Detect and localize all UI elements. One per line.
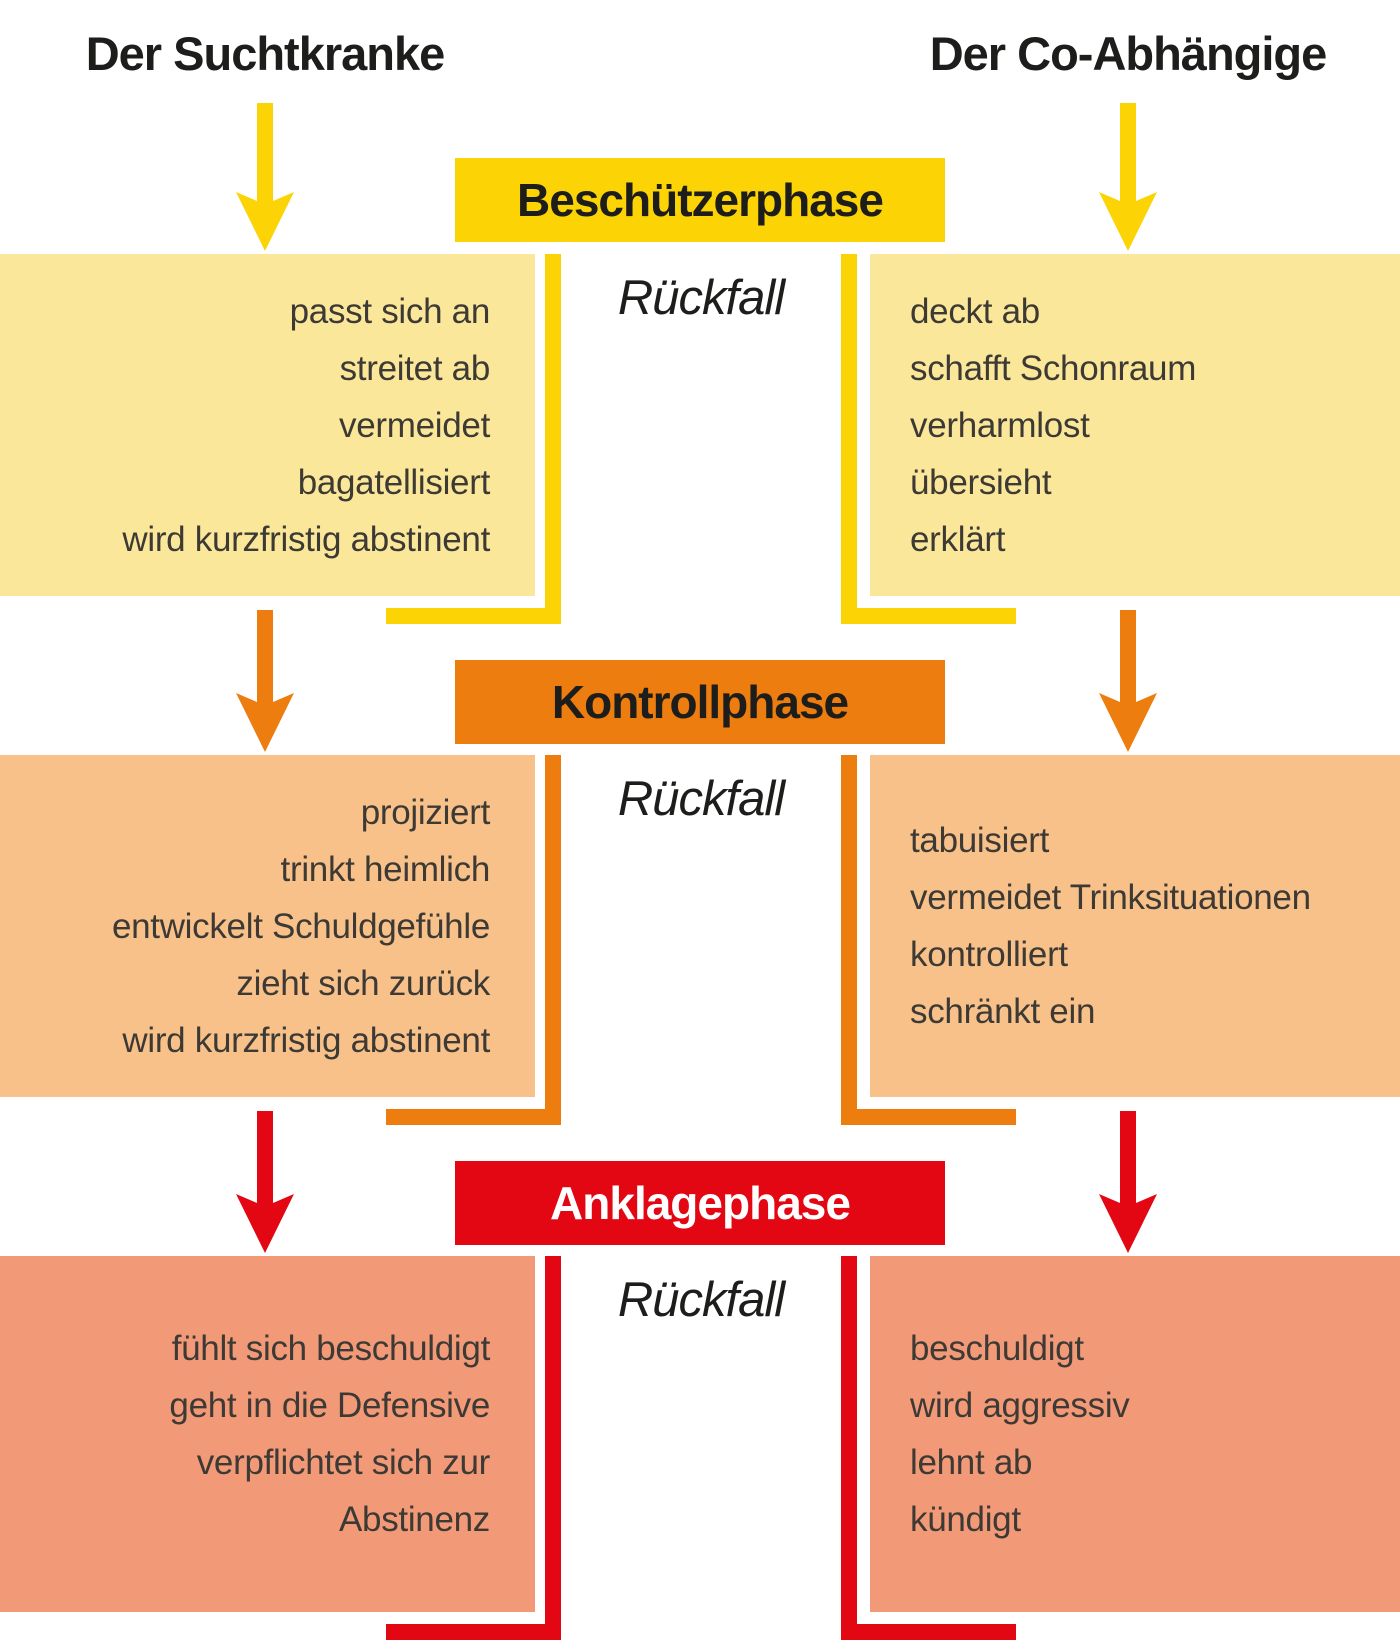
behavior-line: streitet ab bbox=[339, 348, 491, 388]
relapse-bracket-left bbox=[545, 755, 561, 1125]
down-arrow-icon bbox=[236, 1111, 294, 1253]
behavior-line: kontrolliert bbox=[910, 935, 1068, 974]
behavior-line: Abstinenz bbox=[338, 1500, 490, 1539]
phase-title-beschuetzerphase: Beschützerphase bbox=[455, 158, 945, 242]
behavior-line: trinkt heimlich bbox=[280, 849, 491, 889]
behavior-line: übersieht bbox=[910, 462, 1052, 502]
behavior-line: projiziert bbox=[360, 792, 491, 832]
behavior-line: vermeidet Trinksituationen bbox=[910, 878, 1311, 917]
behavior-line: wird kurzfristig abstinent bbox=[122, 1020, 490, 1060]
phase-title-kontrollphase: Kontrollphase bbox=[455, 660, 945, 744]
behavior-line: geht in die Defensive bbox=[169, 1386, 490, 1425]
behavior-line: beschuldigt bbox=[910, 1329, 1084, 1368]
relapse-bracket-right-foot bbox=[841, 608, 1016, 624]
down-arrow-icon bbox=[1099, 610, 1157, 752]
relapse-bracket-right bbox=[841, 755, 857, 1125]
addict-behaviors-phase2: projiziert trinkt heimlich entwickelt Sc… bbox=[0, 755, 535, 1097]
behavior-line: tabuisiert bbox=[910, 821, 1050, 860]
behavior-line: kündigt bbox=[910, 1500, 1021, 1539]
relapse-bracket-left bbox=[545, 1256, 561, 1640]
relapse-bracket-left-foot bbox=[386, 1624, 561, 1640]
phase-title-anklagephase: Anklagephase bbox=[455, 1161, 945, 1245]
behavior-line: wird aggressiv bbox=[910, 1386, 1130, 1425]
behavior-line: bagatellisiert bbox=[297, 462, 491, 502]
behavior-line: verpflichtet sich zur bbox=[196, 1443, 491, 1482]
codependent-behaviors-phase1: deckt ab schafft Schonraum verharmlost ü… bbox=[870, 254, 1400, 596]
behavior-line: passt sich an bbox=[289, 291, 491, 331]
relapse-bracket-left-foot bbox=[386, 1109, 561, 1125]
relapse-label: Rückfall bbox=[617, 1273, 785, 1327]
relapse-bracket-right-foot bbox=[841, 1624, 1016, 1640]
behavior-line: vermeidet bbox=[339, 405, 490, 445]
column-title-addict: Der Suchtkranke bbox=[85, 27, 446, 80]
codependent-behaviors-phase2: tabuisiert vermeidet Trinksituationen ko… bbox=[870, 755, 1400, 1097]
addict-behaviors-phase3: fühlt sich beschuldigt geht in die Defen… bbox=[0, 1256, 535, 1612]
behavior-line: zieht sich zurück bbox=[236, 963, 490, 1003]
relapse-bracket-left bbox=[545, 254, 561, 624]
behavior-line: entwickelt Schuldgefühle bbox=[111, 906, 490, 946]
down-arrow-icon bbox=[1099, 1111, 1157, 1253]
behavior-line: schränkt ein bbox=[910, 992, 1096, 1031]
behavior-line: deckt ab bbox=[910, 291, 1040, 331]
relapse-label: Rückfall bbox=[617, 271, 785, 325]
relapse-bracket-right bbox=[841, 1256, 857, 1640]
behavior-line: schafft Schonraum bbox=[910, 348, 1197, 388]
codependent-behaviors-phase3: beschuldigt wird aggressiv lehnt ab künd… bbox=[870, 1256, 1400, 1612]
down-arrow-icon bbox=[1099, 103, 1157, 251]
addict-behaviors-phase1: passt sich an streitet ab vermeidet baga… bbox=[0, 254, 535, 596]
behavior-line: wird kurzfristig abstinent bbox=[122, 519, 490, 559]
behavior-line: verharmlost bbox=[910, 405, 1090, 445]
behavior-line: erklärt bbox=[910, 519, 1006, 559]
relapse-bracket-left-foot bbox=[386, 608, 561, 624]
relapse-bracket-right-foot bbox=[841, 1109, 1016, 1125]
behavior-line: lehnt ab bbox=[910, 1443, 1033, 1482]
relapse-label: Rückfall bbox=[617, 772, 785, 826]
relapse-bracket-right bbox=[841, 254, 857, 624]
column-title-codependent: Der Co-Abhängige bbox=[929, 27, 1328, 80]
down-arrow-icon bbox=[236, 610, 294, 752]
down-arrow-icon bbox=[236, 103, 294, 251]
behavior-line: fühlt sich beschuldigt bbox=[171, 1329, 491, 1368]
